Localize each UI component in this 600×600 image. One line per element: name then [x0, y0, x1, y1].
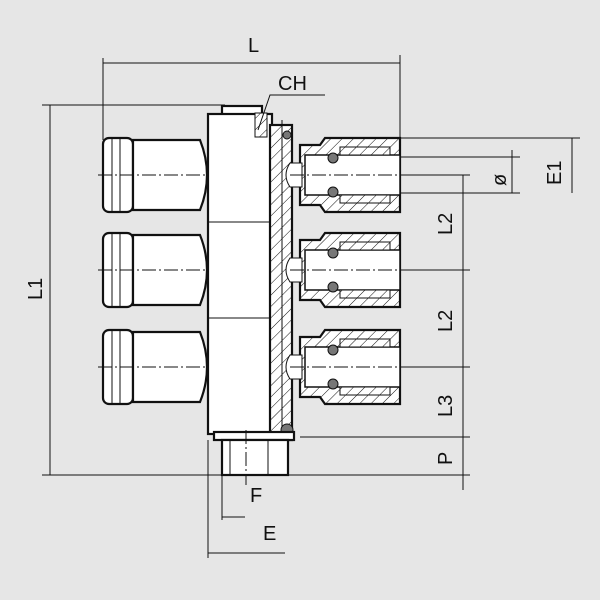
dimension-lines	[42, 55, 580, 558]
right-female-ports	[284, 136, 412, 406]
label-F: F	[250, 485, 262, 507]
label-L3: L3	[435, 395, 457, 417]
threaded-stem	[220, 430, 290, 485]
label-CH: CH	[278, 73, 307, 95]
left-push-fittings	[96, 136, 227, 406]
label-L2-mid: L2	[435, 310, 457, 332]
label-P: P	[435, 452, 457, 465]
label-L1: L1	[25, 278, 47, 300]
label-diameter: ø	[489, 174, 511, 186]
manifold-body	[206, 104, 296, 445]
label-E: E	[263, 523, 276, 545]
label-L2-top: L2	[435, 213, 457, 235]
label-L: L	[248, 35, 259, 57]
dimension-labels: L CH L1 L2 L2 L3 P F E ø E1	[25, 35, 566, 545]
label-E1: E1	[544, 161, 566, 185]
